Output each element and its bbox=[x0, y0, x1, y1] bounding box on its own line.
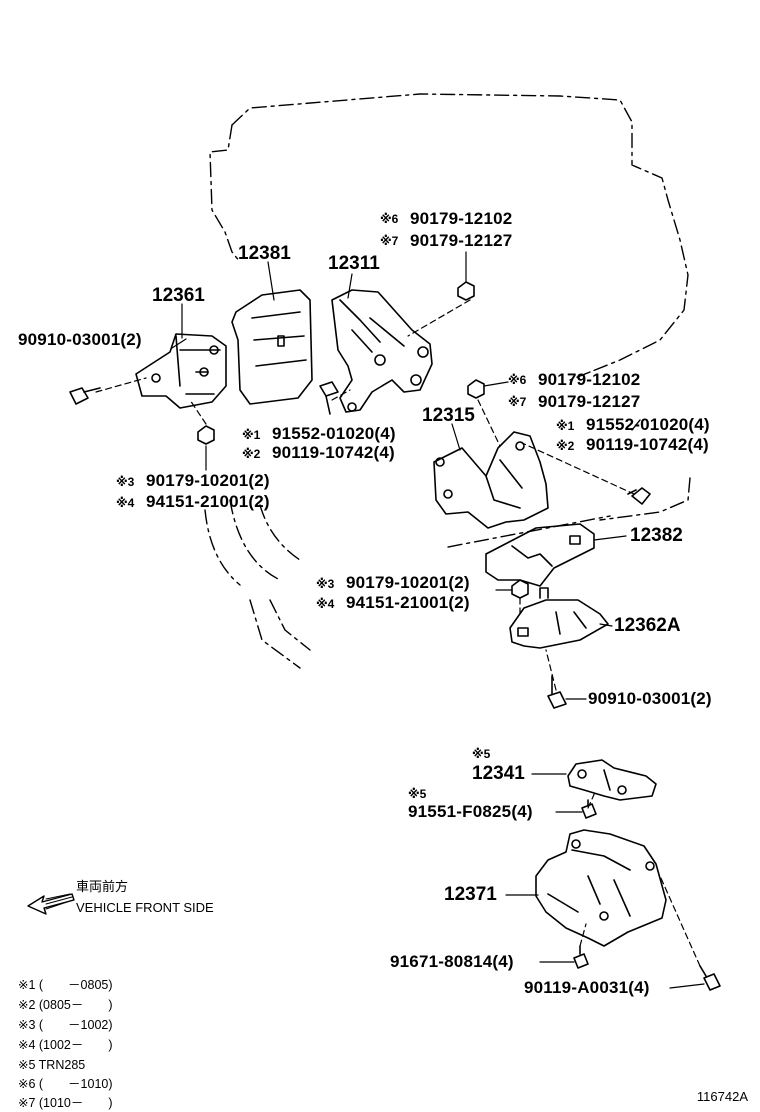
part-12362A-shape bbox=[509, 587, 609, 649]
label-90179-12127-top[interactable]: 90179-12127 bbox=[410, 231, 513, 250]
legend-item: ※1 ( －0805) bbox=[18, 978, 113, 992]
bolt-91552-right bbox=[627, 487, 651, 505]
legend-item: ※2 (0805－ ) bbox=[18, 998, 113, 1012]
note-7-top: ※7 bbox=[380, 234, 399, 248]
label-90179-12127-mid[interactable]: 90179-12127 bbox=[538, 392, 641, 411]
label-91552-right[interactable]: 91552-01020(4) bbox=[586, 415, 710, 434]
nut-90179-mid bbox=[467, 379, 485, 399]
label-12341[interactable]: 12341 bbox=[472, 763, 525, 784]
part-12382-shape bbox=[485, 523, 595, 587]
label-12315[interactable]: 12315 bbox=[422, 405, 475, 426]
label-12361[interactable]: 12361 bbox=[152, 285, 205, 306]
part-12381-shape bbox=[231, 289, 313, 405]
part-12311-shape bbox=[331, 289, 433, 413]
label-90119-right[interactable]: 90119-10742(4) bbox=[586, 435, 709, 454]
legend-item: ※3 ( －1002) bbox=[18, 1018, 113, 1032]
front-label-en: VEHICLE FRONT SIDE bbox=[76, 900, 214, 915]
bolt-90910-right bbox=[547, 675, 567, 709]
note-3-left: ※3 bbox=[116, 475, 135, 489]
label-12382[interactable]: 12382 bbox=[630, 525, 683, 546]
note-6-top: ※6 bbox=[380, 212, 399, 226]
label-12311[interactable]: 12311 bbox=[328, 253, 380, 274]
note-4-left: ※4 bbox=[116, 496, 135, 510]
leader-lines bbox=[171, 251, 705, 989]
note-4-right: ※4 bbox=[316, 597, 335, 611]
label-12381[interactable]: 12381 bbox=[238, 243, 291, 264]
bolt-91671 bbox=[573, 945, 589, 969]
label-91671[interactable]: 91671-80814(4) bbox=[390, 952, 514, 971]
nut-90179-left bbox=[197, 425, 215, 445]
engine-outline bbox=[209, 93, 691, 521]
label-91551[interactable]: 91551-F0825(4) bbox=[408, 802, 533, 821]
label-12371[interactable]: 12371 bbox=[444, 884, 497, 905]
bolt-91551 bbox=[581, 799, 597, 819]
note-1-right: ※1 bbox=[556, 419, 575, 433]
label-90179-10201-left[interactable]: 90179-10201(2) bbox=[146, 471, 270, 490]
label-90910-right[interactable]: 90910-03001(2) bbox=[588, 689, 712, 708]
label-90179-12102-top[interactable]: 90179-12102 bbox=[410, 209, 513, 228]
label-90119-A0031[interactable]: 90119-A0031(4) bbox=[524, 978, 650, 997]
front-arrow-icon bbox=[27, 893, 75, 915]
note-7-mid: ※7 bbox=[508, 395, 527, 409]
legend-item: ※5 TRN285 bbox=[18, 1058, 86, 1072]
label-90179-12102-mid[interactable]: 90179-12102 bbox=[538, 370, 641, 389]
note-5-b: ※5 bbox=[408, 787, 427, 801]
note-2-right: ※2 bbox=[556, 439, 575, 453]
nut-90179-right bbox=[511, 579, 529, 599]
part-12315-shape bbox=[433, 431, 549, 529]
legend-item: ※6 ( －1010) bbox=[18, 1077, 113, 1091]
label-94151-right[interactable]: 94151-21001(2) bbox=[346, 593, 470, 612]
bolt-90119-A0031 bbox=[699, 965, 721, 991]
label-90119-left[interactable]: 90119-10742(4) bbox=[272, 443, 395, 462]
legend-item: ※7 (1010－ ) bbox=[18, 1096, 113, 1110]
note-3-right: ※3 bbox=[316, 577, 335, 591]
note-1-left: ※1 bbox=[242, 428, 261, 442]
part-12361-shape bbox=[135, 333, 227, 409]
diagram-reference-number: 116742A bbox=[696, 1089, 748, 1104]
bolt-90910-left bbox=[69, 387, 101, 405]
note-5-a: ※5 bbox=[472, 747, 491, 761]
label-90179-10201-right[interactable]: 90179-10201(2) bbox=[346, 573, 470, 592]
note-2-left: ※2 bbox=[242, 447, 261, 461]
legend-item: ※4 (1002－ ) bbox=[18, 1038, 113, 1052]
label-12362A[interactable]: 12362A bbox=[614, 615, 681, 636]
part-12371-shape bbox=[535, 829, 667, 947]
bolt-91552-left bbox=[319, 381, 339, 415]
part-12341-shape bbox=[567, 759, 657, 801]
label-90910-left[interactable]: 90910-03001(2) bbox=[18, 330, 142, 349]
note-6-mid: ※6 bbox=[508, 373, 527, 387]
label-91552-left[interactable]: 91552-01020(4) bbox=[272, 424, 396, 443]
assembly-lines bbox=[95, 299, 701, 967]
nut-90179-top bbox=[457, 281, 475, 301]
front-label-jp: 車両前方 bbox=[76, 879, 129, 894]
label-94151-left[interactable]: 94151-21001(2) bbox=[146, 492, 270, 511]
